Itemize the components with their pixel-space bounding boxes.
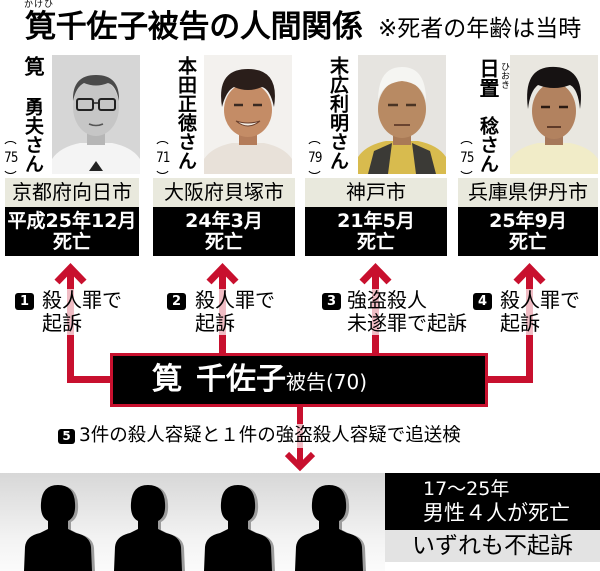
victim-photo [52, 55, 140, 174]
death-status: 死亡 [204, 231, 243, 253]
death-date: 21年5月 [337, 210, 415, 232]
victim-photo [358, 55, 446, 174]
victim-given-name: 利明さん [327, 94, 349, 170]
death-status: 死亡 [508, 231, 547, 253]
victim-name: 末広利明さん [327, 56, 349, 170]
defendant-box [110, 353, 488, 407]
referral-number-badge: 5 [58, 429, 75, 444]
person-silhouette-icon [24, 485, 95, 571]
charge-number-badge: 2 [167, 293, 186, 310]
arrowhead-icon [359, 262, 392, 285]
defendant-given-name: 千佐子 [196, 362, 286, 397]
victim-age: 75 [458, 141, 475, 174]
charge-label: 殺人罪で 起訴 [42, 289, 122, 335]
charge-number-badge: 3 [322, 293, 341, 310]
defendant-title: 被告 [286, 370, 326, 394]
other-deaths-summary: 17～25年 男性４人が死亡 [385, 473, 600, 530]
victim-surname: 本田 [175, 56, 197, 94]
death-status: 死亡 [356, 231, 395, 253]
charge-line: 強盗殺人 [347, 288, 427, 312]
victim-age: 71 [154, 141, 171, 174]
arrowhead-icon [206, 262, 239, 285]
charge-label: 強盗殺人 未遂罪で起訴 [347, 289, 467, 335]
death-box: 21年5月 死亡 [305, 207, 447, 256]
outcome-label: いずれも不起訴 [385, 530, 600, 562]
arrowhead-icon [284, 451, 316, 472]
defendant-surname: 筧 [152, 362, 182, 397]
title-ruby: かけひ [24, 0, 55, 10]
referral-text: 3件の殺人容疑と１件の強盗殺人容疑で追送検 [79, 424, 461, 448]
victim-surname: 筧 [21, 56, 45, 76]
person-silhouette-icon [114, 485, 185, 571]
period-text: 17～25年 [423, 478, 510, 500]
death-date: 25年9月 [489, 210, 567, 232]
death-box: 24年3月 死亡 [153, 207, 295, 256]
defendant-name: 筧千佐子被告(70) [152, 358, 367, 402]
charge-line: 起訴 [500, 311, 540, 335]
arrowhead-icon [54, 262, 87, 285]
victim-given-name: 勇夫さん [22, 97, 44, 173]
charge-number-badge: 4 [473, 293, 492, 310]
victim-location: 神戸市 [305, 178, 447, 207]
death-date: 平成25年12月 [7, 210, 137, 232]
victim-location: 兵庫県伊丹市 [458, 178, 598, 207]
victim-surname: 末広 [327, 56, 349, 94]
charge-line: 起訴 [42, 311, 82, 335]
age-note: ※死者の年齢は当時 [378, 16, 582, 42]
victim-location: 大阪府貝塚市 [153, 178, 295, 207]
victim-age: 75 [2, 141, 19, 174]
charge-line: 殺人罪で [42, 288, 122, 312]
surname-ruby: ひおき [499, 62, 509, 89]
victim-location: 京都府向日市 [5, 178, 139, 207]
victim-photo [204, 55, 292, 174]
page-title: 筧千佐子被告の人間関係 [25, 9, 363, 45]
arrowhead-icon [513, 262, 546, 285]
person-silhouette-icon [204, 485, 275, 571]
person-silhouette-icon [295, 485, 366, 571]
death-status: 死亡 [52, 231, 91, 253]
charge-number-badge: 1 [15, 293, 34, 310]
charge-label: 殺人罪で 起訴 [500, 289, 580, 335]
death-box: 平成25年12月 死亡 [5, 207, 139, 256]
victim-given-name: 稔さん [477, 116, 499, 173]
victim-name: 本田正徳さん [175, 56, 197, 170]
charge-line: 起訴 [195, 311, 235, 335]
defendant-age: (70) [326, 370, 368, 394]
death-box: 25年9月 死亡 [458, 207, 598, 256]
charge-line: 未遂罪で起訴 [347, 311, 467, 335]
charge-label: 殺人罪で 起訴 [195, 289, 275, 335]
charge-line: 殺人罪で [500, 288, 580, 312]
victim-age: 79 [306, 141, 323, 174]
charge-line: 殺人罪で [195, 288, 275, 312]
death-date: 24年3月 [185, 210, 263, 232]
victim-surname: 日置 [476, 58, 500, 98]
victim-photo [510, 55, 598, 174]
summary-text: 男性４人が死亡 [423, 501, 570, 525]
victim-given-name: 正徳さん [175, 94, 197, 170]
